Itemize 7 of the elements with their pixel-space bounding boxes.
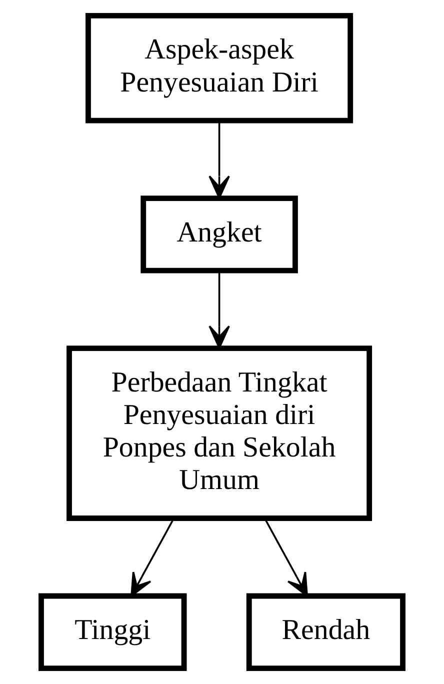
arrow [208, 270, 230, 349]
node-box: Perbedaan Tingkat Penyesuaian diri Ponpes dan Sekolah Umum [66, 346, 372, 521]
arrow [208, 121, 230, 199]
node-box: Angket [140, 196, 298, 274]
node-box: Aspek-aspek Penyesuaian Diri [86, 13, 354, 124]
node-box: Rendah [246, 593, 406, 671]
node-box: Tinggi [38, 593, 187, 671]
